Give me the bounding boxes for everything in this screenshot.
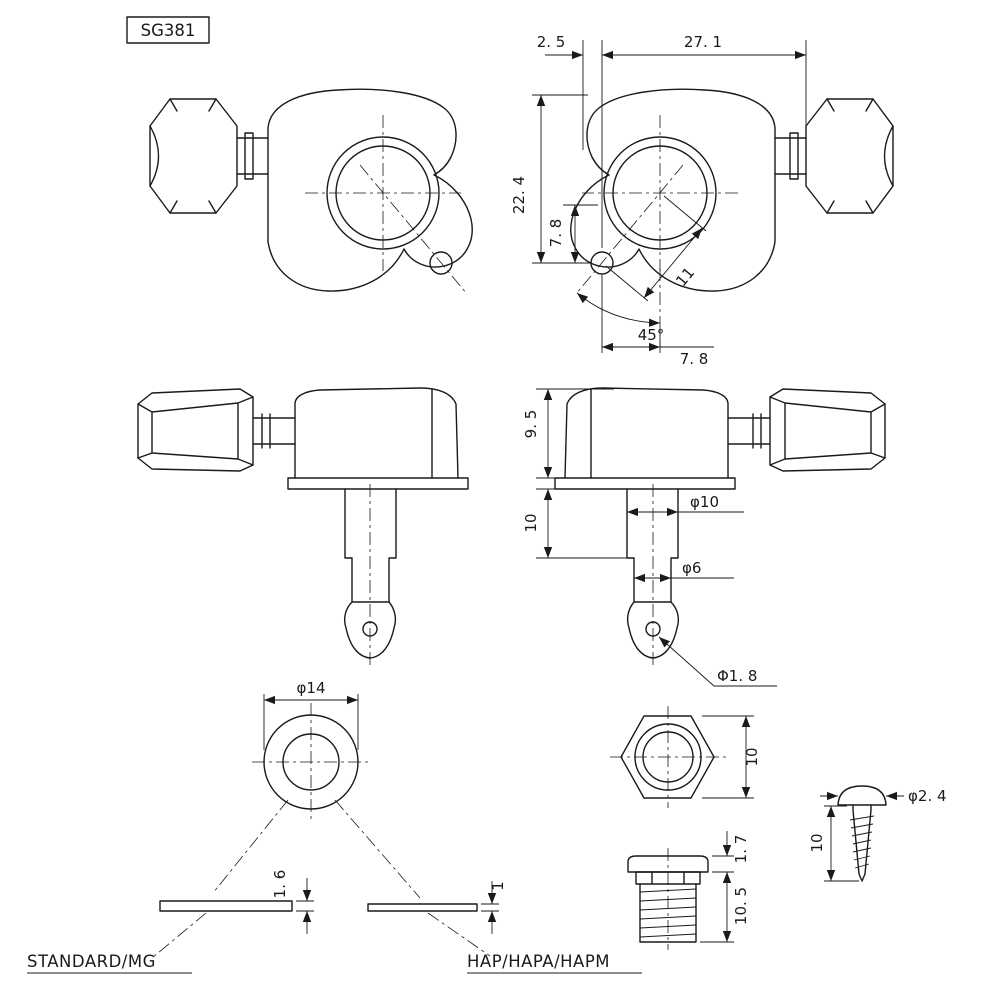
dim-phi-2-4: φ2. 4 <box>908 787 947 805</box>
dim-45-degrees: 45° <box>638 326 665 344</box>
nut-centerlines <box>610 706 726 808</box>
bushing-view: φ14 1. 6 1 <box>151 679 507 959</box>
part-label-standard: STANDARD/MG <box>27 952 156 971</box>
dim-27-1: 27. 1 <box>684 33 722 51</box>
dim-1-6: 1. 6 <box>271 870 289 899</box>
title-block: SG381 <box>126 16 210 44</box>
part-label-hap: HAP/HAPA/HAPM <box>467 952 610 971</box>
bushing-barrel <box>639 883 697 943</box>
dim-phi-6: φ6 <box>682 559 701 577</box>
title-box <box>126 16 210 44</box>
ext-lines-7-8h <box>601 275 661 353</box>
side-view-dimensions: 9. 5 10 φ10 φ6 Φ1. 8 <box>522 388 777 687</box>
wood-screw-view: φ2. 4 10 <box>808 785 947 882</box>
screw-shank-outline <box>852 804 872 882</box>
assembly-line-right <box>334 799 491 957</box>
dim-nut-10: 10 <box>743 747 761 766</box>
screw-thread-lines <box>849 815 875 869</box>
dim-1: 1 <box>489 881 507 891</box>
dim-2-5: 2. 5 <box>537 33 566 51</box>
dim-1-7: 1. 7 <box>732 835 750 864</box>
part-labels: STANDARD/MG HAP/HAPA/HAPM <box>27 952 642 974</box>
dim-7-8-vertical: 7. 8 <box>547 219 565 248</box>
assembly-line-left <box>151 799 289 959</box>
dim-phi-14: φ14 <box>297 679 326 697</box>
page-title: SG381 <box>141 21 196 40</box>
hex-nut-view: 10 <box>610 706 761 808</box>
angle-arc-45 <box>576 292 661 327</box>
dim-screw-10: 10 <box>808 833 826 852</box>
dim-line-11 <box>643 227 703 299</box>
bushing-hex-collar <box>635 871 701 885</box>
dim-10-5: 10. 5 <box>732 887 750 925</box>
bushing-flange <box>627 855 709 873</box>
washer-right <box>367 903 478 912</box>
dim-9-5: 9. 5 <box>522 410 540 439</box>
bushing-centerlines <box>252 703 371 820</box>
dim-10-side: 10 <box>522 513 540 532</box>
dim-22-4: 22. 4 <box>510 176 528 214</box>
leader-phi-1-8 <box>658 636 715 687</box>
dim-phi-1-8: Φ1. 8 <box>717 667 757 685</box>
dim-phi-10: φ10 <box>690 493 719 511</box>
washer-left <box>159 900 293 912</box>
front-view-dimensions: 2. 5 27. 1 22. 4 7. 8 11 45° 7. 8 <box>510 33 807 368</box>
screw-head <box>837 785 887 806</box>
dim-7-8-horizontal: 7. 8 <box>680 350 709 368</box>
threaded-bushing-view: 1. 7 10. 5 <box>627 831 750 950</box>
